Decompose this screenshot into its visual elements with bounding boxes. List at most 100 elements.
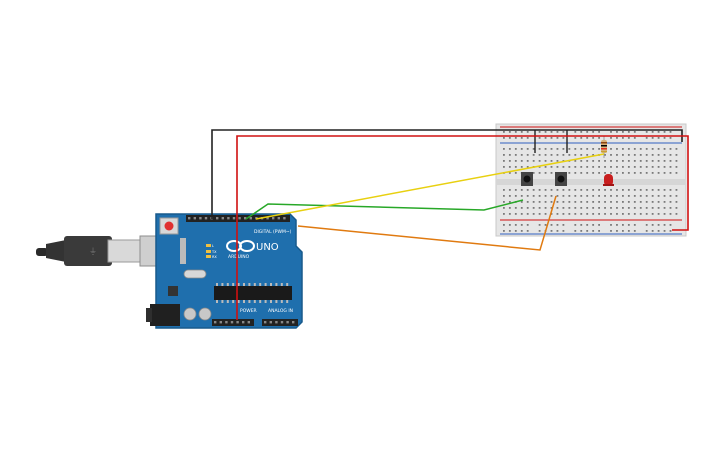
breadboard-hole	[627, 201, 630, 203]
breadboard-hole	[645, 195, 648, 197]
pushbutton-1[interactable]	[521, 172, 533, 186]
breadboard-hole	[675, 172, 678, 174]
l-label: L	[212, 244, 214, 248]
breadboard-hole	[598, 207, 600, 209]
breadboard-hole	[586, 131, 589, 133]
chip-pin	[280, 300, 283, 303]
breadboard-hole	[568, 154, 571, 156]
breadboard-hole	[663, 213, 666, 215]
chip-pin	[248, 283, 251, 286]
breadboard-hole	[622, 213, 624, 215]
breadboard-hole	[562, 207, 565, 209]
breadboard-hole	[592, 230, 595, 232]
breadboard-hole	[675, 189, 678, 191]
breadboard-hole	[544, 207, 547, 209]
breadboard-hole	[550, 137, 553, 139]
5v-wire[interactable]	[236, 135, 672, 320]
header-pin	[242, 321, 245, 324]
breadboard-hole	[616, 201, 618, 203]
pushbutton-2-cap[interactable]	[557, 175, 565, 183]
orange-signal-wire[interactable]	[297, 195, 557, 251]
breadboard-hole	[592, 195, 595, 197]
digital-header[interactable]	[186, 215, 290, 222]
breadboard-hole	[526, 160, 529, 162]
pushbutton-2[interactable]	[555, 172, 567, 186]
breadboard-hole	[508, 166, 511, 168]
header-pin	[188, 217, 191, 220]
breadboard-hole	[622, 160, 624, 162]
breadboard-hole	[544, 137, 547, 139]
usb-plug-metal	[107, 239, 143, 263]
breadboard-hole	[663, 189, 666, 191]
header-pin	[230, 321, 234, 324]
breadboard-hole	[645, 230, 648, 232]
chip-pin	[275, 300, 278, 303]
breadboard-hole	[550, 189, 553, 191]
breadboard-hole	[526, 148, 529, 150]
breadboard-hole	[645, 189, 648, 191]
header-pin	[286, 321, 289, 324]
breadboard-hole	[610, 201, 612, 203]
chip-pin	[253, 283, 256, 286]
breadboard-hole	[669, 213, 672, 215]
breadboard-hole	[503, 207, 505, 209]
breadboard-hole	[586, 148, 589, 150]
breadboard-hole	[556, 131, 559, 133]
breadboard-hole	[592, 148, 595, 150]
breadboard-hole	[532, 207, 535, 209]
power-jack[interactable]	[150, 304, 180, 326]
pushbutton-1-cap[interactable]	[523, 175, 531, 183]
header-pin	[244, 217, 247, 220]
yellow-signal-wire[interactable]	[255, 153, 605, 220]
breadboard-hole	[651, 224, 654, 226]
breadboard-hole	[508, 189, 511, 191]
chip-pin	[221, 300, 224, 303]
reset-button-cap[interactable]	[164, 221, 174, 231]
breadboard-hole	[663, 166, 666, 168]
breadboard-hole	[622, 224, 624, 226]
breadboard-hole	[532, 148, 535, 150]
breadboard-hole	[598, 230, 600, 232]
breadboard-hole	[538, 166, 541, 168]
breadboard-hole	[627, 230, 630, 232]
green-signal-wire[interactable]	[245, 199, 524, 220]
breadboard-hole	[645, 154, 648, 156]
analog-header[interactable]	[262, 319, 298, 326]
breadboard-hole	[520, 166, 523, 168]
breadboard-hole	[503, 160, 505, 162]
breadboard-hole	[514, 137, 517, 139]
header-pin	[277, 217, 280, 220]
arduino-uno[interactable]: DIGITAL (PWM~) UNO ARDUINO TX RX L	[146, 213, 303, 329]
rx-label: RX	[212, 255, 217, 259]
red-led[interactable]	[603, 174, 614, 186]
crystal-oscillator	[183, 269, 207, 279]
breadboard-hole	[503, 201, 505, 203]
tx-led	[206, 250, 211, 253]
chip-pin	[275, 283, 278, 286]
breadboard-hole	[550, 166, 553, 168]
breadboard-hole	[657, 201, 660, 203]
breadboard-hole	[622, 189, 624, 191]
breadboard-hole	[503, 195, 505, 197]
breadboard-hole	[616, 137, 618, 139]
breadboard-hole	[675, 201, 678, 203]
breadboard-hole	[669, 137, 672, 139]
breadboard-hole	[627, 166, 630, 168]
breadboard-hole	[610, 189, 612, 191]
breadboard-hole	[598, 224, 600, 226]
breadboard-hole	[657, 207, 660, 209]
breadboard-hole	[574, 230, 577, 232]
breadboard-hole	[651, 230, 654, 232]
breadboard-hole	[514, 131, 517, 133]
5v-rail-bridge-wire[interactable]	[672, 135, 689, 231]
breadboard-hole	[580, 131, 583, 133]
breadboard-hole	[532, 172, 535, 174]
breadboard-hole	[663, 137, 666, 139]
breadboard-hole	[610, 195, 612, 197]
breadboard-hole	[675, 148, 678, 150]
chip-pin	[226, 283, 229, 286]
breadboard-hole	[520, 131, 523, 133]
breadboard-hole	[526, 154, 529, 156]
breadboard-hole	[514, 166, 517, 168]
breadboard-hole	[574, 195, 577, 197]
